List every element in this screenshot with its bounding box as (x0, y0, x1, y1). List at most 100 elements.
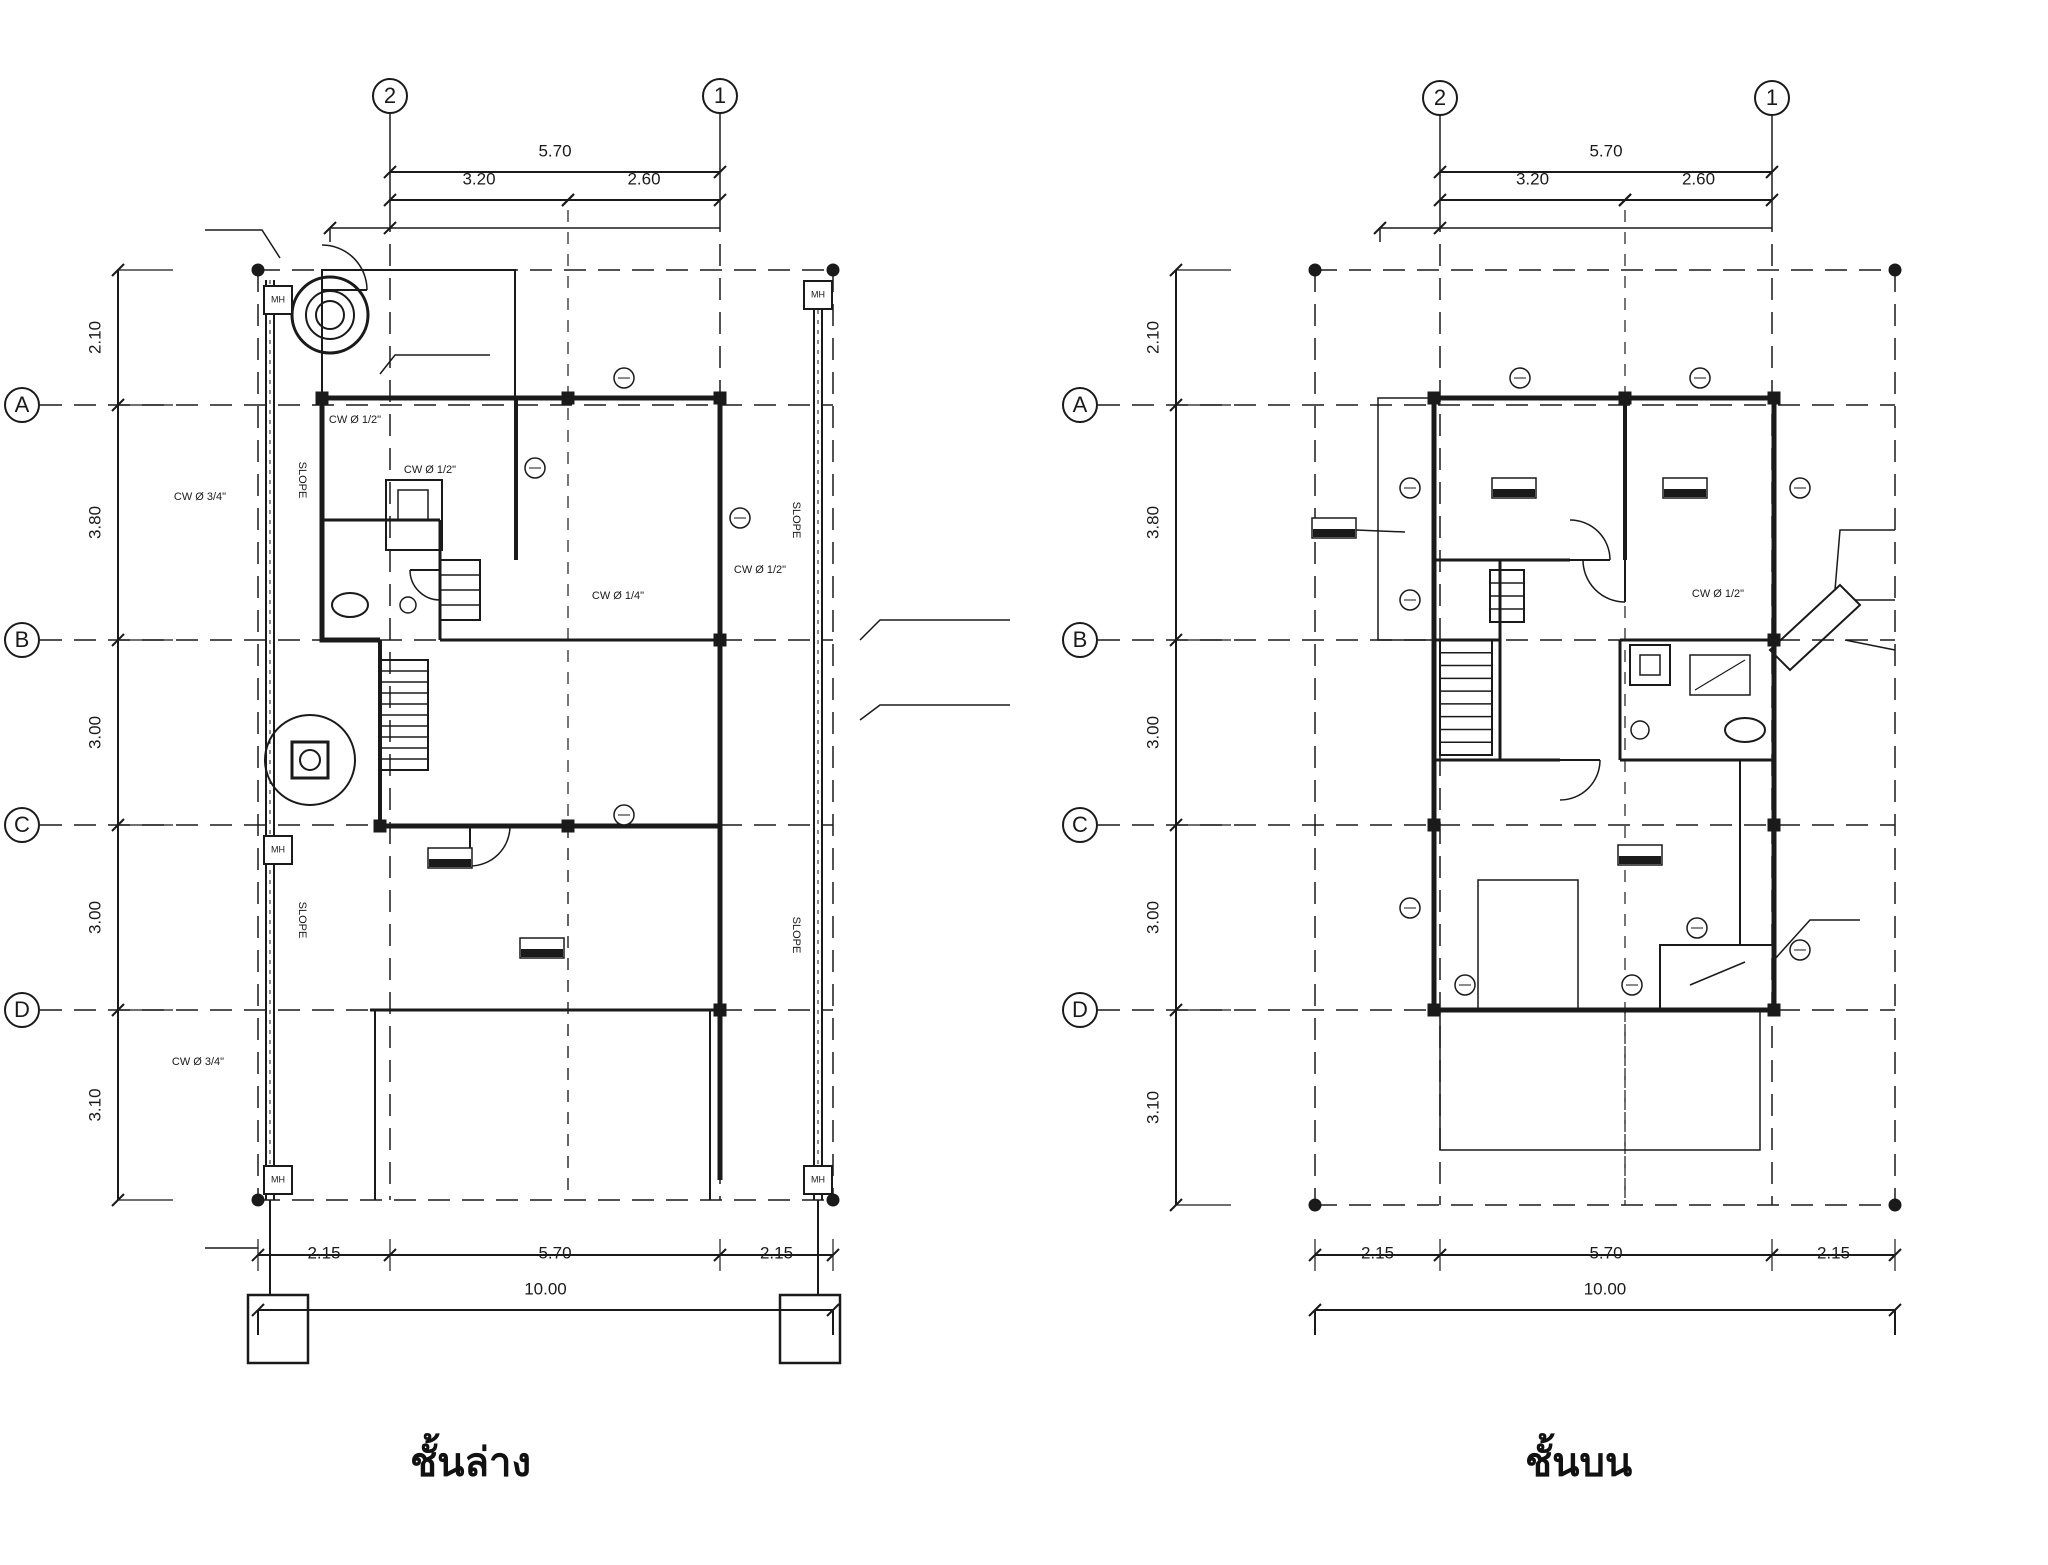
leader-line (859, 619, 1010, 641)
boundary-corner-dot (251, 263, 265, 277)
boundary-corner-dot (1888, 1198, 1902, 1212)
row-bubble-B-label: B (1073, 627, 1088, 652)
upper-wall-tag-2 (1689, 367, 1711, 389)
room-tag-1-band (429, 859, 471, 867)
dim-left-text-1: 2.10 (1143, 321, 1162, 354)
manhole-2 (263, 835, 293, 865)
dimension-tick (561, 193, 575, 207)
boundary-corner-dot (251, 1193, 265, 1207)
dim-top-part-1-text: 3.20 (1516, 169, 1549, 188)
row-bubble-C-circle (4, 807, 40, 843)
wall-type-tag-3 (729, 507, 751, 529)
row-bubble-B: B (4, 622, 40, 658)
upper-wall-tag-3 (1399, 477, 1421, 499)
column-post (561, 391, 575, 405)
dim-left-text-2: 3.80 (1143, 506, 1162, 539)
column-post (1767, 391, 1781, 405)
upper-wall-tag-6 (1789, 939, 1811, 961)
upper-toilet (1724, 717, 1766, 743)
leader-line (1844, 639, 1896, 651)
door-bedroom-1 (1569, 519, 1611, 561)
dim-left-text-3: 3.00 (1143, 716, 1162, 749)
door-bedroom-1-swing (1569, 519, 1611, 561)
slope-label-2: SLOPE (296, 902, 308, 939)
ground-floor-caption: ชั้นล่าง (410, 1440, 531, 1486)
pipe-label-cw-34-2: CW Ø 3/4" (172, 1056, 224, 1068)
row-bubble-B: B (1062, 622, 1098, 658)
row-bubble-D-label: D (14, 997, 30, 1022)
row-bubble-B-circle (4, 622, 40, 658)
row-bubble-D: D (4, 992, 40, 1028)
stair-main (379, 659, 429, 771)
column-post (1767, 818, 1781, 832)
upper-basin (1630, 720, 1650, 740)
boundary-corner-dot (1308, 1198, 1322, 1212)
col-bubble-2: 2 (372, 78, 408, 114)
dim-left-text-4: 3.00 (1143, 901, 1162, 934)
column-post (1767, 633, 1781, 647)
upper-wall-tag-7 (1399, 897, 1421, 919)
dim-top-total-text: 5.70 (1589, 141, 1622, 160)
upper-wall-tag-5 (1789, 477, 1811, 499)
dim-left-text-5: 3.10 (85, 1088, 104, 1121)
collection-box-left (246, 1293, 310, 1365)
room-tag-1 (427, 847, 473, 869)
manhole-label-5: MH (811, 1174, 825, 1184)
closet (1659, 944, 1775, 1011)
row-bubble-C-label: C (1072, 812, 1088, 837)
door-room-swing (469, 825, 511, 867)
upper-room-tag-3-band (1619, 856, 1661, 864)
row-bubble-A: A (4, 387, 40, 423)
door-bedroom-2-swing (1582, 559, 1626, 603)
dimension-tick (1433, 193, 1447, 207)
column-post (315, 391, 329, 405)
leader-line (1773, 919, 1860, 961)
row-bubble-C: C (4, 807, 40, 843)
dimension-tick (1433, 165, 1447, 179)
row-bubble-D: D (1062, 992, 1098, 1028)
wall-type-tag-2 (524, 457, 546, 479)
dim-left-text-5: 3.10 (1143, 1091, 1162, 1124)
row-bubble-C-label: C (14, 812, 30, 837)
upper-exterior-wall (1431, 395, 1777, 1013)
column-post (1767, 1003, 1781, 1017)
stair-landing (439, 559, 481, 621)
stair-upper-top (1489, 569, 1525, 623)
column-post (1427, 1003, 1441, 1017)
col-bubble-2-label: 2 (1434, 85, 1446, 110)
boundary-corner-dot (826, 263, 840, 277)
manhole-1 (263, 285, 293, 315)
dim-bottom-part-1: 2.15 (1361, 1243, 1394, 1262)
pipe-label-cw-34-1: CW Ø 3/4" (174, 491, 226, 503)
column-post (561, 819, 575, 833)
manhole-label-1: MH (271, 294, 285, 304)
column-post (1427, 391, 1441, 405)
manhole-label-4: MH (811, 289, 825, 299)
upper-room-tag-1 (1491, 477, 1537, 499)
closet-rod (1689, 961, 1746, 986)
door-hall (1559, 759, 1601, 801)
toilet (331, 592, 369, 618)
row-bubble-D-label: D (1072, 997, 1088, 1022)
pipe-label-cw-half-3: CW Ø 1/2" (734, 564, 786, 576)
manhole-3 (263, 1165, 293, 1195)
upper-wall-tag-10 (1686, 917, 1708, 939)
exterior-wall-left (319, 398, 380, 643)
septic-tank-outer (290, 275, 370, 355)
pipe-label-cw-14: CW Ø 1/4" (592, 590, 644, 602)
boundary-corner-dot (1308, 263, 1322, 277)
bath-door-swing (409, 569, 441, 601)
row-bubble-B-circle (1062, 622, 1098, 658)
front-stoop (321, 269, 516, 398)
upper-wall-tag-9 (1621, 974, 1643, 996)
vent-shaft (1768, 583, 1862, 672)
col-bubble-2: 2 (1422, 80, 1458, 116)
dim-top-total-text: 5.70 (538, 141, 571, 160)
dim-top-part-2-text: 2.60 (627, 169, 660, 188)
leader-line (379, 354, 490, 375)
dim-left-text-3: 3.00 (85, 716, 104, 749)
column-post (373, 819, 387, 833)
grease-trap-core (299, 749, 321, 771)
column-post (713, 633, 727, 647)
